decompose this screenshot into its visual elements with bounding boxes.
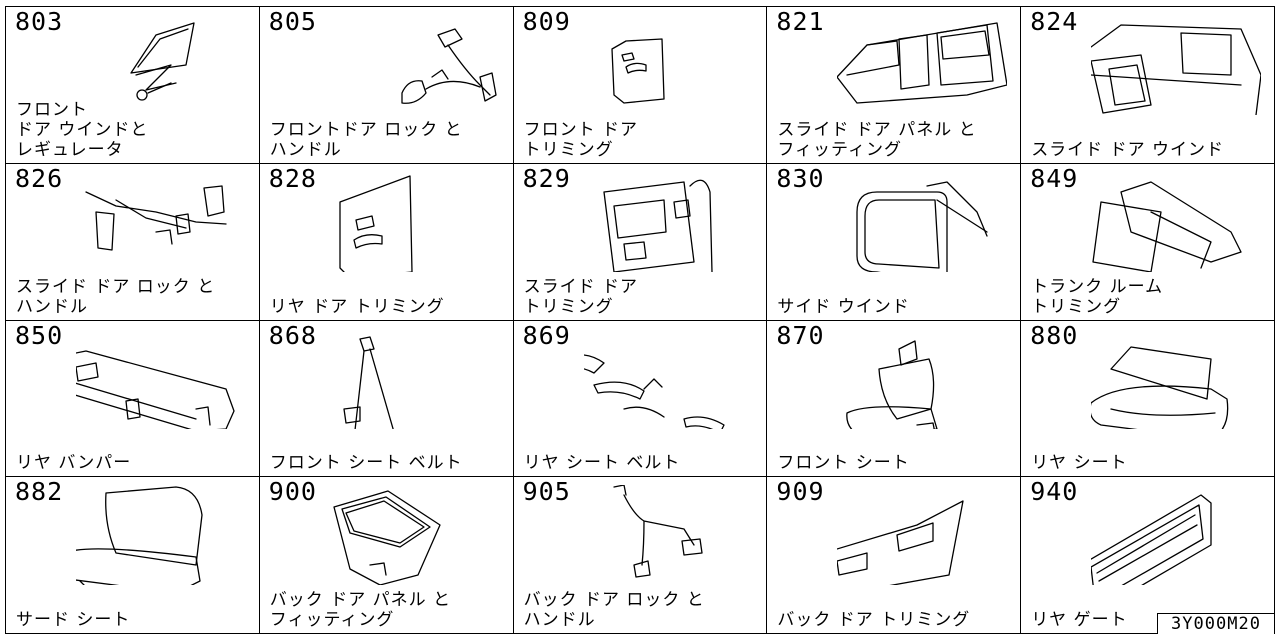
front-seat-belt-icon: [330, 329, 500, 450]
category-label: リヤ バンパー: [16, 453, 132, 474]
category-code: 829: [522, 163, 571, 193]
category-code: 828: [268, 163, 317, 193]
category-code: 880: [1030, 320, 1079, 350]
category-cell-821[interactable]: 821 スライド ドア パネル と フィッティング: [767, 7, 1022, 164]
reference-code: 3Y000M20: [1157, 613, 1274, 634]
category-label: フロント シート ベルト: [269, 453, 463, 474]
category-label: サイド ウインド: [777, 296, 910, 317]
category-code: 805: [268, 7, 317, 36]
category-label: スライド ドア トリミング: [523, 276, 638, 317]
category-cell-809[interactable]: 809 フロント ドア トリミング: [513, 7, 768, 164]
back-door-panel-icon: [330, 485, 500, 586]
category-code: 868: [268, 320, 317, 350]
rear-gate-icon: [1080, 485, 1261, 616]
door-trim-icon: [584, 15, 754, 115]
category-cell-900[interactable]: 900 バック ドア パネル と フィッティング: [259, 477, 514, 634]
slide-door-lock-icon: [76, 172, 246, 272]
category-label: スライド ドア ウインド: [1031, 139, 1224, 160]
category-code: 821: [776, 7, 825, 36]
category-label: フロント シート: [777, 453, 910, 474]
category-code: 850: [15, 320, 64, 350]
parts-category-grid: 803 フロント ドア ウインドと レギュレータ 805 フロントドア ロック …: [5, 6, 1275, 634]
category-code: 869: [522, 320, 571, 350]
category-label: スライド ドア ロック と ハンドル: [16, 276, 216, 317]
category-cell-828[interactable]: 828 リヤ ドア トリミング: [259, 163, 514, 321]
rear-door-trim-icon: [330, 172, 500, 279]
category-code: 905: [522, 477, 571, 507]
category-cell-940[interactable]: 940 リヤ ゲート: [1021, 477, 1275, 634]
back-door-trim-icon: [816, 485, 1007, 596]
rear-seat-icon: [1089, 329, 1261, 440]
category-label: リヤ ゲート: [1031, 610, 1128, 630]
category-code: 870: [776, 320, 825, 350]
category-cell-826[interactable]: 826 スライド ドア ロック と ハンドル: [6, 163, 260, 321]
category-code: 909: [776, 477, 825, 507]
category-code: 803: [15, 7, 64, 36]
category-label: フロント ドア トリミング: [523, 119, 638, 160]
category-code: 882: [15, 477, 64, 507]
category-cell-868[interactable]: 868 フロント シート ベルト: [259, 320, 514, 478]
category-label: バック ドア ロック と ハンドル: [523, 590, 705, 630]
slide-door-window-icon: [1090, 15, 1262, 116]
category-cell-869[interactable]: 869 リヤ シート ベルト: [513, 320, 768, 478]
category-label: スライド ドア パネル と フィッティング: [777, 119, 977, 160]
category-code: 900: [268, 477, 317, 507]
category-cell-805[interactable]: 805 フロントドア ロック と ハンドル: [259, 7, 514, 164]
door-lock-handle-icon: [330, 15, 500, 115]
category-cell-880[interactable]: 880 リヤ シート: [1021, 320, 1275, 478]
category-cell-905[interactable]: 905 バック ドア ロック と ハンドル: [513, 477, 768, 634]
category-cell-850[interactable]: 850 リヤ バンパー: [6, 320, 260, 478]
side-window-icon: [837, 172, 1007, 283]
category-code: 809: [522, 7, 571, 36]
category-code: 940: [1030, 477, 1079, 507]
category-label: サード シート: [16, 610, 131, 630]
category-label: フロントドア ロック と ハンドル: [269, 119, 463, 160]
category-cell-824[interactable]: 824 スライド ドア ウインド: [1021, 7, 1275, 164]
category-cell-870[interactable]: 870 フロント シート: [767, 320, 1022, 478]
category-cell-830[interactable]: 830 サイド ウインド: [767, 163, 1022, 321]
rear-seat-belt-icon: [562, 329, 754, 434]
category-label: フロント ドア ウインドと レギュレータ: [16, 99, 149, 160]
category-label: リヤ シート: [1031, 453, 1128, 474]
category-label: バック ドア トリミング: [777, 610, 971, 630]
category-label: トランク ルーム トリミング: [1031, 276, 1164, 317]
category-label: バック ドア パネル と フィッティング: [269, 590, 452, 630]
trunk-trim-icon: [1091, 172, 1261, 273]
back-door-lock-icon: [584, 484, 754, 585]
rear-bumper-icon: [45, 329, 246, 432]
category-cell-882[interactable]: 882 サード シート: [6, 477, 260, 634]
category-code: 826: [15, 163, 64, 193]
category-cell-909[interactable]: 909 バック ドア トリミング: [767, 477, 1022, 634]
front-seat-icon: [837, 329, 1007, 440]
category-cell-849[interactable]: 849 トランク ルーム トリミング: [1021, 163, 1275, 321]
category-code: 824: [1030, 7, 1079, 36]
window-regulator-icon: [76, 15, 246, 115]
third-seat-icon: [65, 485, 246, 598]
category-code: 849: [1030, 163, 1079, 193]
slide-door-trim-icon: [584, 172, 754, 273]
slide-door-panel-icon: [836, 15, 1009, 115]
category-code: 830: [776, 163, 825, 193]
category-label: リヤ ドア トリミング: [269, 296, 445, 317]
category-label: リヤ シート ベルト: [523, 453, 681, 474]
category-cell-829[interactable]: 829 スライド ドア トリミング: [513, 163, 768, 321]
category-cell-803[interactable]: 803 フロント ドア ウインドと レギュレータ: [6, 7, 260, 164]
